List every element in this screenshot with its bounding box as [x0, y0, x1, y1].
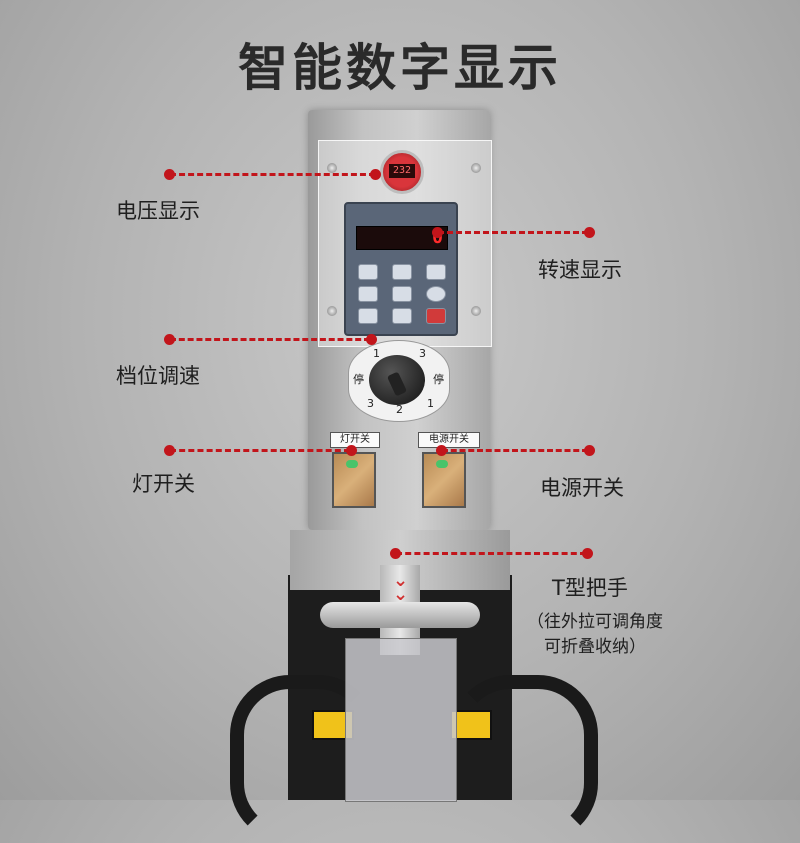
callout-line: [170, 173, 375, 176]
led-indicator: [436, 460, 448, 468]
callout-line: [438, 231, 588, 234]
vfd-key[interactable]: [358, 264, 378, 280]
vfd-dial[interactable]: [426, 286, 446, 302]
knob-mark-3: 3: [419, 347, 426, 360]
callout-dot: [164, 445, 175, 456]
voltage-label: 电压显示: [116, 199, 200, 223]
gear-label: 档位调速: [116, 364, 200, 388]
voltmeter: 232: [380, 150, 424, 194]
power-switch[interactable]: [422, 452, 466, 508]
knob-mark-stop: 停: [353, 373, 364, 386]
chevron-down-icon: ⌄: [393, 584, 409, 605]
callout-dot: [164, 334, 175, 345]
callout-dot: [164, 169, 175, 180]
callout-dot: [366, 334, 377, 345]
t-handle-bar[interactable]: [320, 602, 480, 628]
chevron-down-icon: ⌄: [393, 570, 409, 591]
vfd-down-key[interactable]: [392, 286, 412, 302]
callout-dot: [370, 169, 381, 180]
power-switch-label: 电源开关: [418, 432, 480, 448]
floor-grinder-machine: 232 0 1 3 停 停 3 2 1 灯开关 电源开关: [230, 110, 598, 843]
folded-panel-preview: [345, 638, 457, 802]
vfd-key[interactable]: [358, 308, 378, 324]
callout-dot: [436, 445, 447, 456]
right-wheel-arm: [450, 675, 598, 843]
vfd-up-key[interactable]: [392, 264, 412, 280]
callout-line: [170, 449, 350, 452]
light-switch-callout: 灯开关: [132, 472, 195, 496]
gear-selector-plate: 1 3 停 停 3 2 1: [348, 340, 450, 422]
knob-mark-stop: 停: [433, 373, 444, 386]
callout-line: [170, 338, 370, 341]
knob-mark-3: 3: [367, 397, 374, 410]
knob-mark-2: 2: [396, 403, 403, 416]
callout-dot: [346, 445, 357, 456]
callout-line: [396, 552, 586, 555]
callout-dot: [584, 227, 595, 238]
vfd-stop-key[interactable]: [426, 308, 446, 324]
screw-icon: [471, 163, 481, 173]
voltmeter-reading: 232: [389, 164, 415, 178]
t-handle-note-1: （往外拉可调角度: [527, 612, 663, 632]
knob-mark-1: 1: [373, 347, 380, 360]
knob-mark-1: 1: [427, 397, 434, 410]
vfd-key[interactable]: [426, 264, 446, 280]
screw-icon: [327, 306, 337, 316]
gear-selector-knob[interactable]: [369, 355, 425, 405]
frequency-inverter-display: 0: [344, 202, 458, 336]
speed-label: 转速显示: [538, 258, 622, 282]
screw-icon: [327, 163, 337, 173]
callout-line: [442, 449, 588, 452]
vfd-run-key[interactable]: [358, 286, 378, 302]
vfd-key[interactable]: [392, 308, 412, 324]
callout-dot: [582, 548, 593, 559]
page-title: 智能数字显示: [238, 39, 562, 97]
callout-dot: [390, 548, 401, 559]
callout-dot: [584, 445, 595, 456]
t-handle-note-2: 可折叠收纳）: [544, 637, 646, 657]
led-indicator: [346, 460, 358, 468]
callout-dot: [432, 227, 443, 238]
power-switch-callout: 电源开关: [540, 476, 624, 500]
screw-icon: [471, 306, 481, 316]
t-handle-label: T型把手: [552, 576, 628, 600]
light-switch[interactable]: [332, 452, 376, 508]
